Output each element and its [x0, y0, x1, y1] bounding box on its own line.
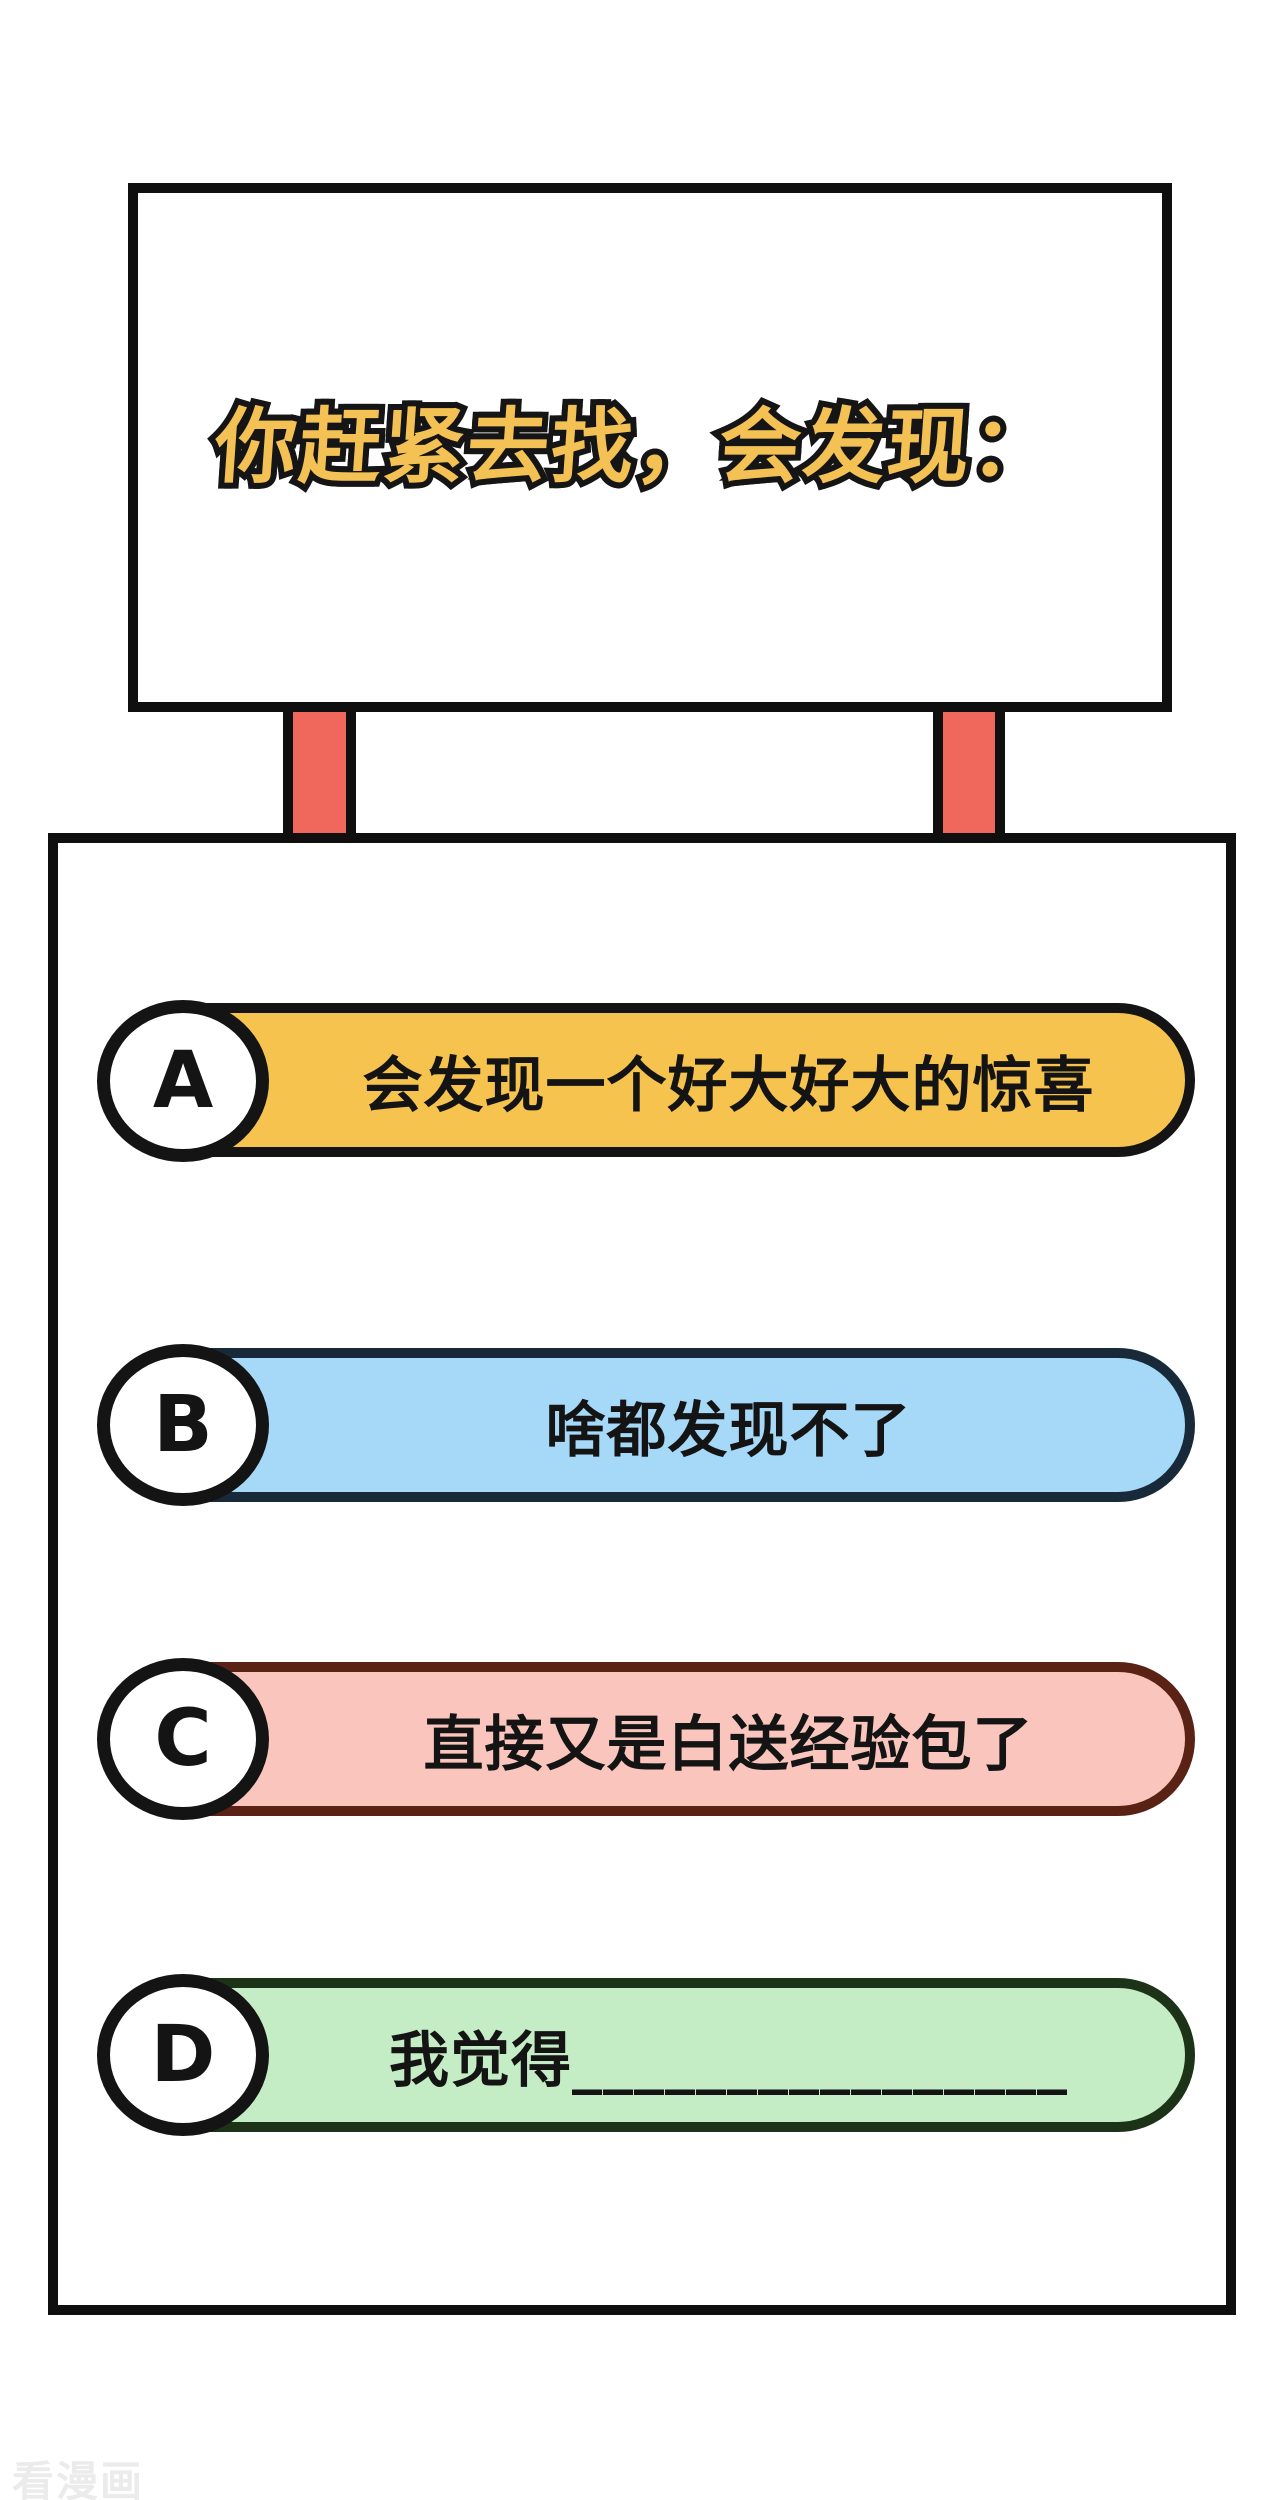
page-title: 你赶紧去找，会发现： 你赶紧去找，会发现： [206, 394, 1065, 501]
sign-post-left [283, 700, 356, 843]
option-pill-b[interactable]: 啥都发现不了 [112, 1348, 1195, 1502]
sign-board: 你赶紧去找，会发现： 你赶紧去找，会发现： [128, 183, 1172, 712]
option-pill-a[interactable]: 会发现一个好大好大的惊喜 [112, 1003, 1195, 1157]
option-letter-badge-a: A [97, 1000, 269, 1162]
option-pill-c[interactable]: 直接又是白送经验包了 [112, 1662, 1195, 1816]
sign-post-right [933, 700, 1005, 843]
option-label-c: 直接又是白送经验包了 [423, 1709, 1034, 1780]
option-label-b: 啥都发现不了 [545, 1395, 912, 1466]
app-watermark: 看漫画 [12, 2457, 145, 2500]
page-title-text: 你赶紧去找，会发现： [211, 399, 1059, 495]
option-pill-d[interactable]: 我觉得________________ [112, 1978, 1195, 2132]
option-label-a: 会发现一个好大好大的惊喜 [362, 1050, 1095, 1121]
option-letter-badge-b: B [97, 1344, 269, 1506]
option-letter-badge-d: D [97, 1974, 269, 2136]
option-letter-badge-c: C [97, 1658, 269, 1820]
option-label-d: 我觉得________________ [389, 2025, 1068, 2096]
